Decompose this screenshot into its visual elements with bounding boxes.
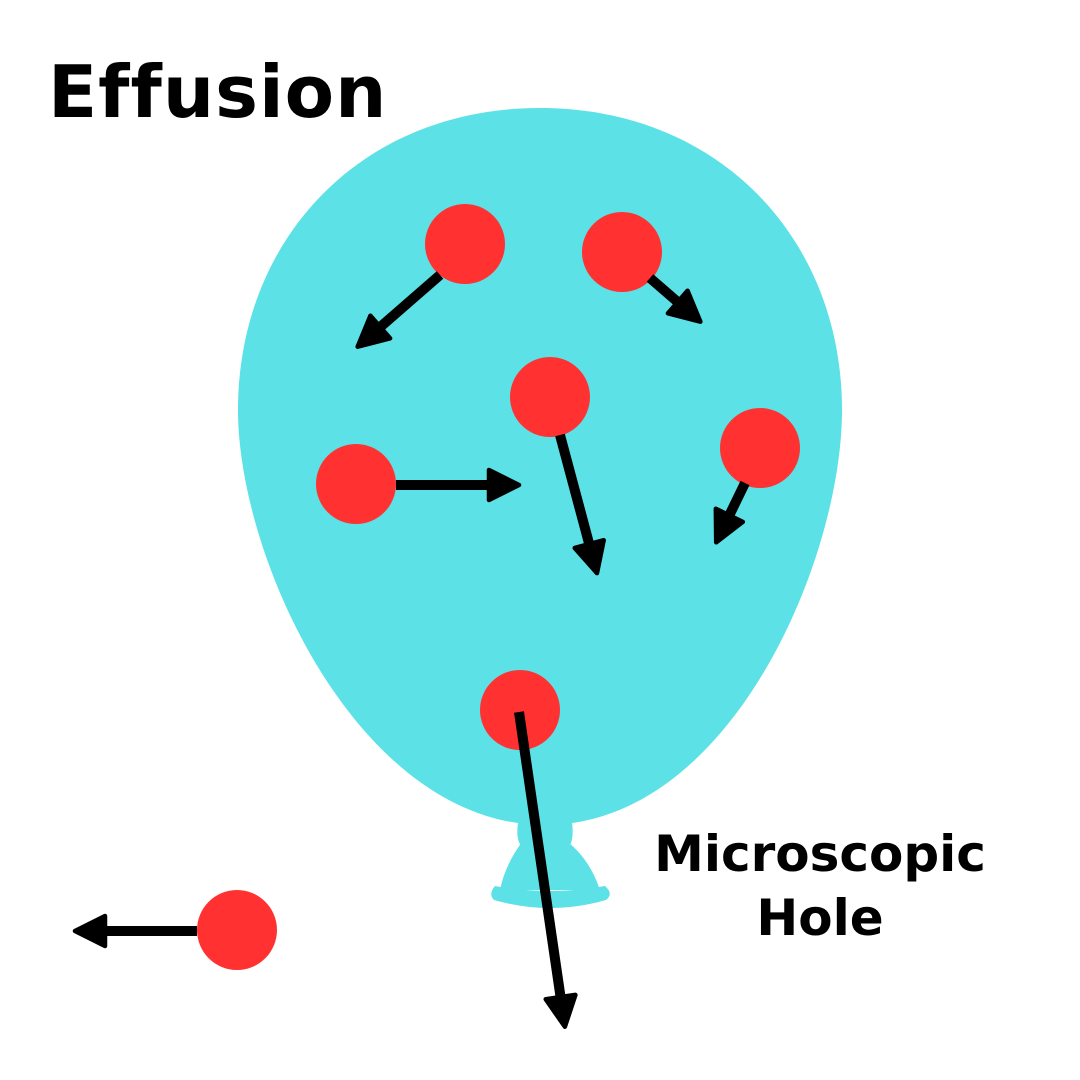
balloon-knot xyxy=(500,842,600,890)
hole-label: Microscopic Hole xyxy=(630,822,1010,950)
arrow xyxy=(646,274,703,324)
molecule xyxy=(720,408,800,488)
hole-label-line1: Microscopic xyxy=(654,825,986,883)
arrow xyxy=(555,433,606,576)
arrow xyxy=(713,480,750,545)
molecules xyxy=(197,204,800,970)
molecule xyxy=(316,444,396,524)
molecule xyxy=(425,204,505,284)
hole-label-line2: Hole xyxy=(756,889,884,947)
molecule xyxy=(510,357,590,437)
balloon-body xyxy=(238,108,842,825)
diagram-title: Effusion xyxy=(48,50,388,134)
molecule-escaped xyxy=(197,890,277,970)
molecule xyxy=(480,670,560,750)
molecule xyxy=(582,212,662,292)
arrow xyxy=(514,711,578,1029)
velocity-arrows xyxy=(72,271,750,1029)
arrow xyxy=(355,271,444,349)
